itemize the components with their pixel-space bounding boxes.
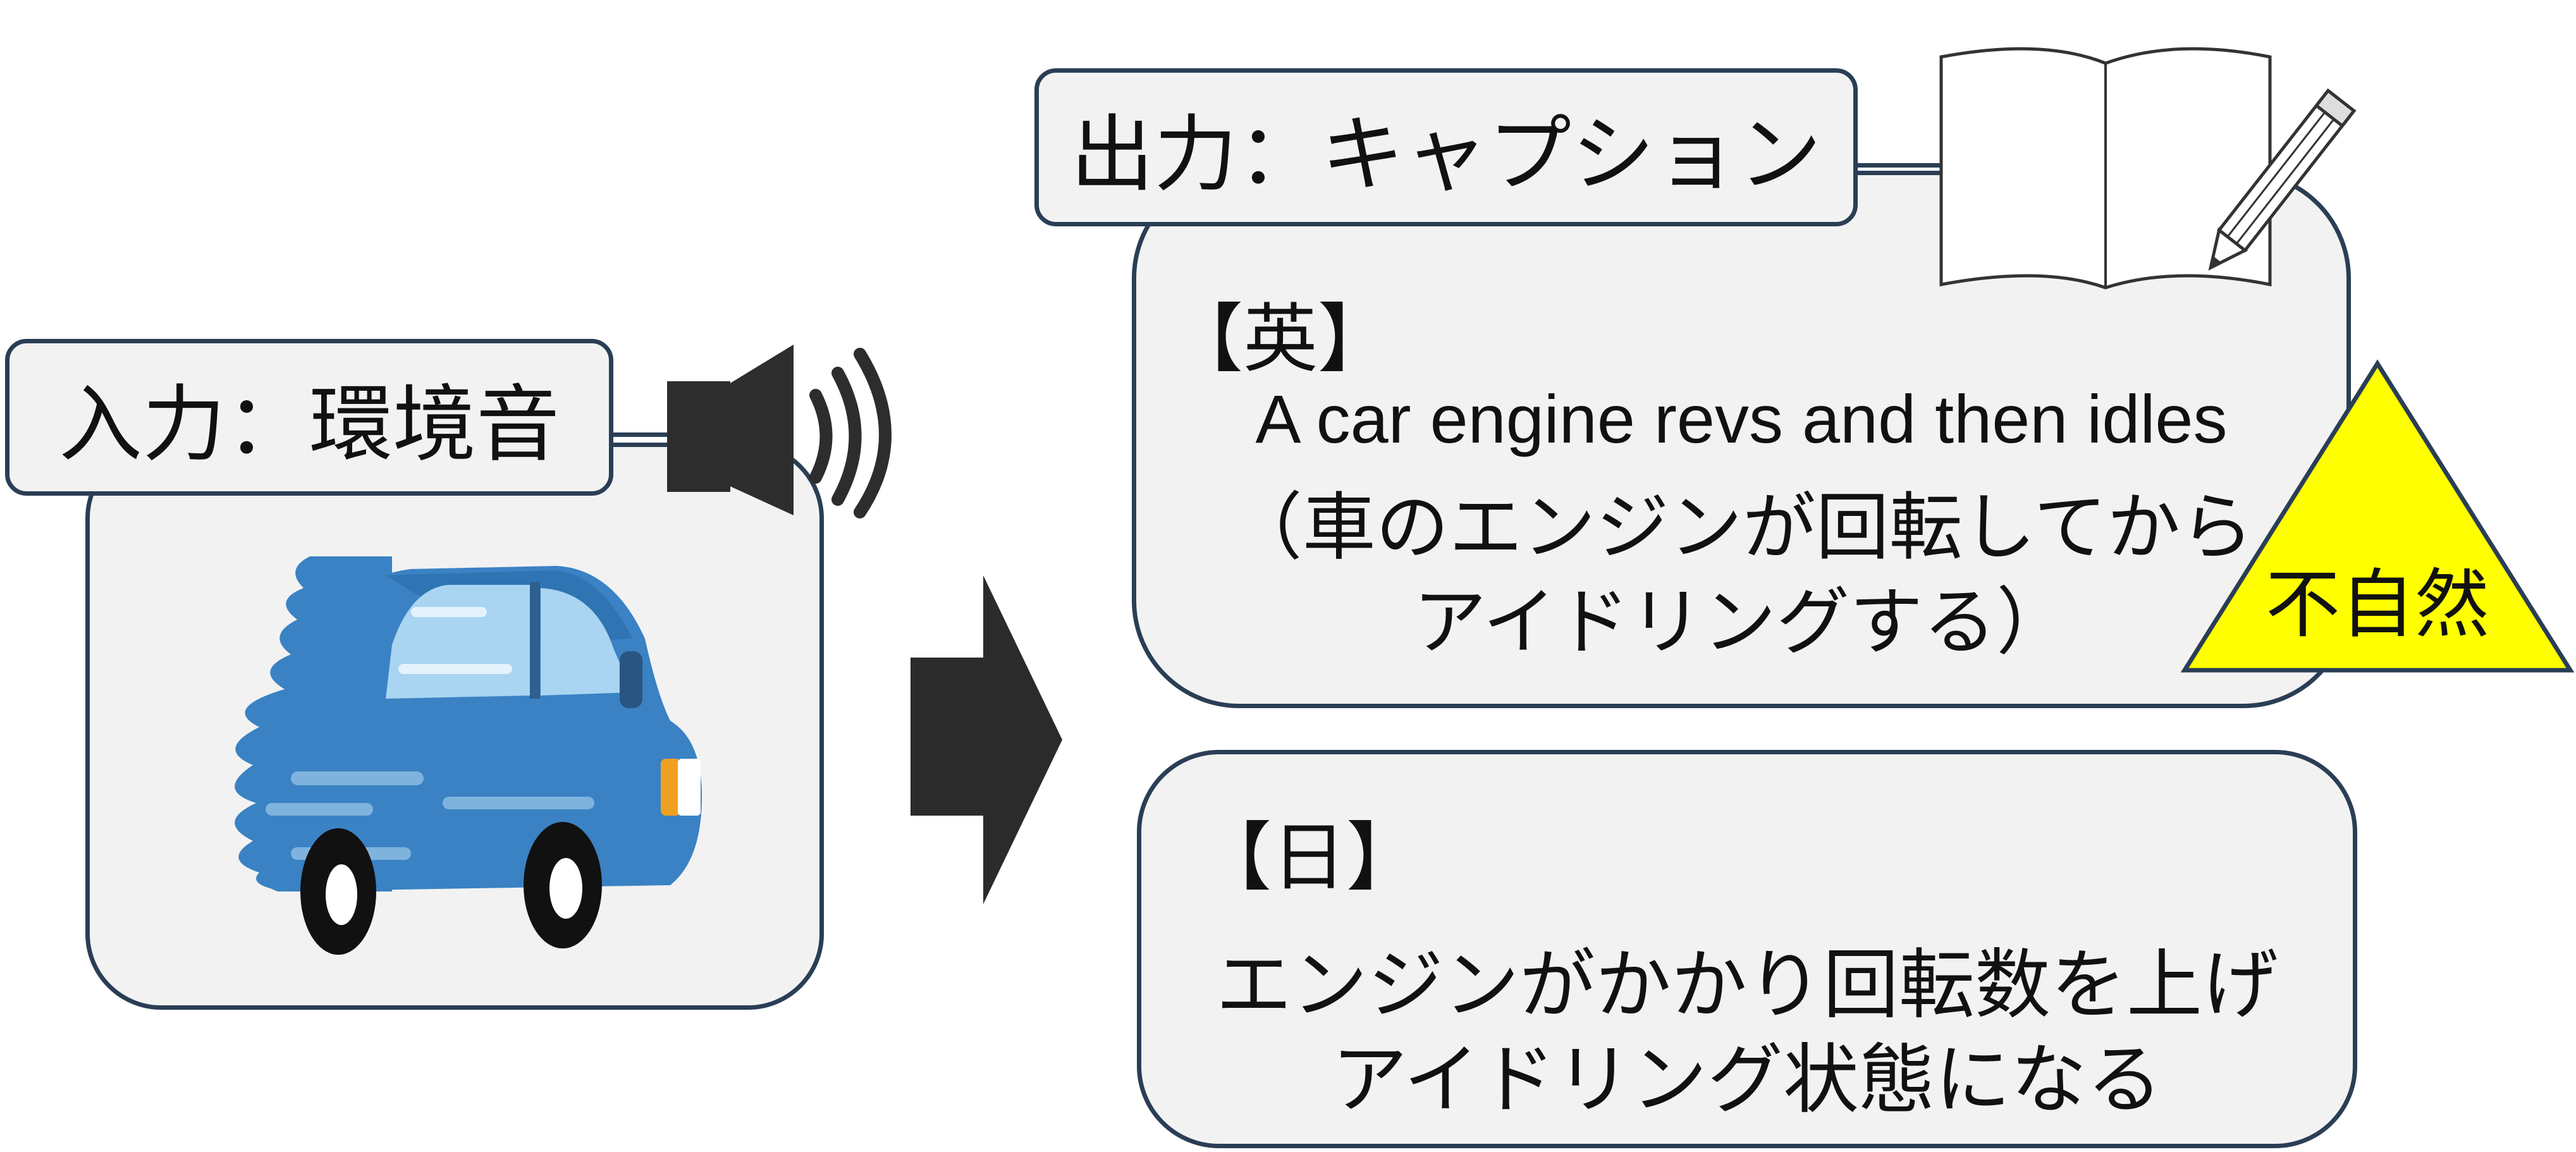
right-arrow-icon (911, 575, 1062, 904)
input-label-connector (604, 432, 680, 437)
notebook-pencil-icon (1939, 47, 2357, 290)
english-caption-text: A car engine revs and then idles (1255, 381, 2228, 457)
input-label: 入力：環境音 (5, 339, 613, 496)
japanese-caption-line1: エンジンがかかり回転数を上げ (1216, 941, 2278, 1029)
english-translation-line1: （車のエンジンが回転してから (1229, 485, 2254, 570)
warning-label: 不自然 (2265, 561, 2489, 648)
japanese-tag: 【日】 (1197, 814, 1421, 901)
output-label: 出力：キャプション (1034, 68, 1858, 226)
speaker-icon (667, 345, 892, 518)
japanese-caption-line2: アイドリング状態になる (1332, 1036, 2162, 1124)
japanese-caption-box (1137, 750, 2357, 1148)
english-tag: 【英】 (1168, 295, 1393, 383)
car-window-rear (541, 588, 632, 695)
english-translation-line2: アイドリングする） (1413, 580, 2070, 665)
car-illustration (235, 556, 702, 955)
car-wheel-front (524, 822, 602, 948)
car-wheel-rear (300, 828, 376, 955)
warning-triangle-icon (2180, 359, 2575, 673)
output-label-connector (1849, 163, 1951, 168)
